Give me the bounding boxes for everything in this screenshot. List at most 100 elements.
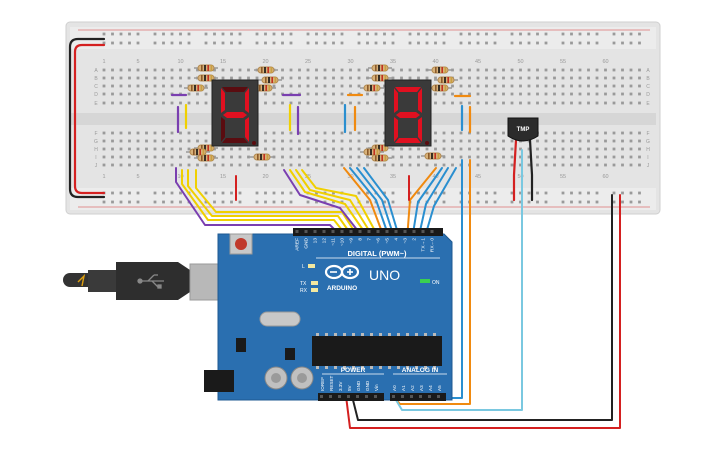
resistor[interactable] xyxy=(360,148,384,156)
pin-label-top: 8 xyxy=(358,238,364,241)
resistor[interactable] xyxy=(186,148,210,156)
row-letter: G xyxy=(646,139,650,145)
on-led xyxy=(420,279,430,283)
pin-label-top: ~5 xyxy=(385,238,391,244)
row-letter: D xyxy=(646,92,650,98)
pin-label-top: 2 xyxy=(412,238,418,241)
resistor[interactable] xyxy=(428,66,452,74)
crystal xyxy=(259,311,301,327)
power-pin-label: 3.3V xyxy=(338,381,343,391)
sensor-label: TMP xyxy=(517,127,530,133)
row-letter: J xyxy=(95,163,98,169)
resistor[interactable] xyxy=(194,154,218,162)
resistor[interactable] xyxy=(254,66,278,74)
usb-cable[interactable] xyxy=(63,262,221,301)
breadboard[interactable]: 1155101015152020252530303535404045455050… xyxy=(65,21,661,215)
resistor[interactable] xyxy=(194,74,218,82)
power-label: POWER xyxy=(341,367,366,374)
segment-c xyxy=(245,117,249,142)
resistor[interactable] xyxy=(368,154,392,162)
resistor[interactable] xyxy=(421,152,445,160)
column-number-bottom: 60 xyxy=(602,174,608,180)
column-number-top: 10 xyxy=(177,59,183,65)
power-pin-label: Vin xyxy=(374,384,379,391)
segment-b xyxy=(245,88,249,113)
wire-black-rail[interactable] xyxy=(68,37,106,199)
led-tx-label: TX xyxy=(300,281,307,287)
power-header[interactable] xyxy=(318,393,384,401)
power-jack[interactable] xyxy=(204,370,234,392)
seven-seg-right[interactable] xyxy=(384,79,432,147)
row-letter: H xyxy=(646,147,650,153)
power-pin-label: 5V xyxy=(347,384,352,391)
row-letter: E xyxy=(646,101,650,107)
pin-label-top: AREF xyxy=(295,238,301,251)
row-letter: A xyxy=(646,68,650,74)
arduino-logo-text: ARDUINO xyxy=(327,285,357,292)
led-rx-label: RX xyxy=(300,288,308,294)
temperature-sensor[interactable]: TMP xyxy=(507,117,539,142)
pin-label-top: ~3 xyxy=(403,238,409,244)
analog-pin-label: A1 xyxy=(401,385,406,391)
pin-label-top: ~10 xyxy=(340,238,346,246)
row-letter: J xyxy=(647,163,650,169)
column-number-bottom: 20 xyxy=(262,174,268,180)
power-pin-label: IOREF xyxy=(320,377,325,391)
column-number-top: 20 xyxy=(262,59,268,65)
segment-g xyxy=(223,112,247,118)
regulator xyxy=(236,338,246,352)
pin-label-top: 12 xyxy=(322,238,328,244)
resistors[interactable] xyxy=(184,64,458,162)
row-letter: D xyxy=(94,92,98,98)
led-tx xyxy=(311,281,318,285)
pin-label-top: 13 xyxy=(313,238,319,244)
resistor[interactable] xyxy=(194,64,218,72)
resistor[interactable] xyxy=(368,74,392,82)
seven-seg-left[interactable] xyxy=(211,79,259,147)
wires xyxy=(68,37,621,429)
wire-red-rail[interactable] xyxy=(73,43,106,195)
analog-pin-label: A3 xyxy=(419,385,424,391)
led-l-label: L xyxy=(302,264,305,270)
resistor[interactable] xyxy=(250,153,274,161)
analog-pin-label: A5 xyxy=(437,385,442,391)
resistor[interactable] xyxy=(428,84,452,92)
on-label: ON xyxy=(432,280,440,286)
segment-a xyxy=(395,87,421,92)
column-number-top: 50 xyxy=(517,59,523,65)
resistor[interactable] xyxy=(258,76,282,84)
analog-pin-label: A0 xyxy=(392,385,397,391)
resistor[interactable] xyxy=(184,84,208,92)
row-letter: H xyxy=(94,147,98,153)
pin-label-top: GND xyxy=(304,237,310,248)
power-pin-label: GND xyxy=(356,380,361,391)
pin-label-top: 4 xyxy=(394,238,400,241)
reset-button-cap[interactable] xyxy=(235,238,247,250)
segment-c xyxy=(418,117,422,142)
segment-f xyxy=(221,88,225,113)
resistor[interactable] xyxy=(368,64,392,72)
analog-header[interactable] xyxy=(390,393,446,401)
column-number-top: 15 xyxy=(220,59,226,65)
digital-pwm-label: DIGITAL (PWM~) xyxy=(347,249,407,258)
row-letter: C xyxy=(646,84,650,90)
microcontroller-chip xyxy=(312,336,442,366)
power-pin-label: GND xyxy=(365,380,370,391)
column-number-top: 45 xyxy=(475,59,481,65)
model-label: UNO xyxy=(369,267,400,283)
row-letter: C xyxy=(94,84,98,90)
segment-d xyxy=(395,138,421,143)
segment-a xyxy=(222,87,248,92)
column-number-bottom: 10 xyxy=(177,174,183,180)
pin-label-top: 7 xyxy=(367,238,373,241)
column-number-top: 40 xyxy=(432,59,438,65)
column-number-bottom: 45 xyxy=(475,174,481,180)
resistor[interactable] xyxy=(360,84,384,92)
segment-f xyxy=(394,88,398,113)
pin-label-top: TX→1 xyxy=(421,238,427,252)
resistor[interactable] xyxy=(434,76,458,84)
column-number-bottom: 55 xyxy=(560,174,566,180)
usb-icon xyxy=(137,274,164,289)
row-letter: F xyxy=(94,131,97,137)
